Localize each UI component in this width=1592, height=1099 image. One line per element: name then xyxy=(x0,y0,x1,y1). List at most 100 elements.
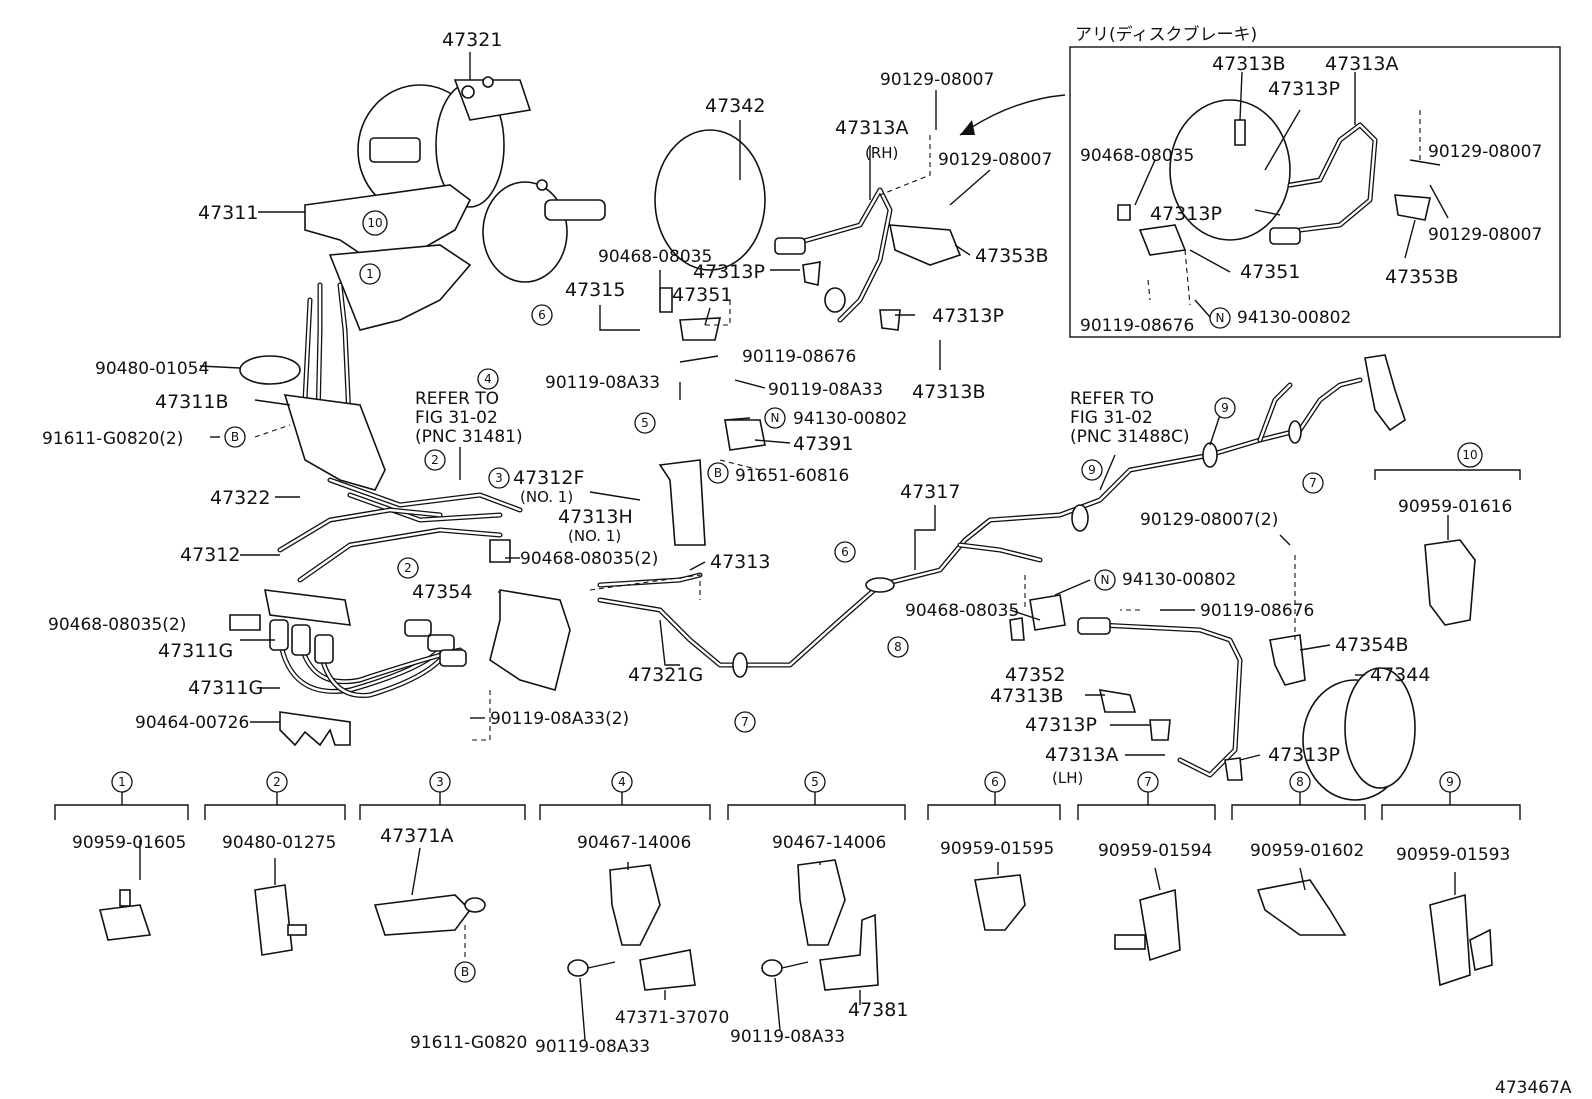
svg-text:1: 1 xyxy=(118,775,126,789)
dashed-leaders xyxy=(254,110,1421,960)
group-marker-9: 9 xyxy=(1439,771,1461,793)
svg-text:N: N xyxy=(1101,573,1110,587)
circle-markers: 10 1 6 4 5 B 2 3 2 N B 6 7 8 9 9 7 N N 1… xyxy=(224,210,1483,983)
group5-part-90119-08a33: 90119-08A33 xyxy=(730,1027,845,1047)
label-47313h: 47313H xyxy=(558,506,633,528)
group6-part-90959-01595: 90959-01595 xyxy=(940,839,1054,859)
label-90480-01054: 90480-01054 xyxy=(95,359,209,379)
group2-part-90480-01275: 90480-01275 xyxy=(222,833,336,853)
label-94130-00802-a: 94130-00802 xyxy=(793,409,907,429)
svg-text:3: 3 xyxy=(436,775,444,789)
marker-2-b: 2 xyxy=(397,557,419,579)
svg-text:1: 1 xyxy=(366,267,374,281)
marker-8: 8 xyxy=(887,636,909,658)
inset-title: アリ(ディスクブレーキ) xyxy=(1075,24,1257,45)
inset-label-90129-08007-a: 90129-08007 xyxy=(1428,142,1542,162)
label-47354: 47354 xyxy=(412,581,472,603)
svg-text:3: 3 xyxy=(495,471,503,485)
label-47351: 47351 xyxy=(672,284,732,306)
label-no1-b: (NO. 1) xyxy=(568,527,621,545)
group-marker-3: 3 xyxy=(429,771,451,793)
label-47354b: 47354B xyxy=(1335,634,1408,656)
inset-label-47313p-b: 47313P xyxy=(1150,203,1222,225)
label-90959-01616: 90959-01616 xyxy=(1398,497,1512,517)
svg-text:4: 4 xyxy=(618,775,626,789)
group3-part-91611-g0820: 91611-G0820 xyxy=(410,1033,527,1053)
marker-7-a: 7 xyxy=(734,711,756,733)
label-no1-a: (NO. 1) xyxy=(520,488,573,506)
marker-2-a: 2 xyxy=(424,449,446,471)
marker-9-a: 9 xyxy=(1081,459,1103,481)
brake-booster-assembly xyxy=(357,76,606,283)
marker-6-b: 6 xyxy=(834,541,856,563)
label-47311: 47311 xyxy=(198,202,258,224)
bottom-group-parts xyxy=(98,859,1493,991)
marker-5: 5 xyxy=(634,412,656,434)
marker-n-2: N xyxy=(1094,569,1116,591)
refer-to-a-line3: (PNC 31481) xyxy=(415,427,523,447)
group3-part-47371a: 47371A xyxy=(380,825,453,847)
svg-text:8: 8 xyxy=(1296,775,1304,789)
bracket-top-right xyxy=(1364,354,1406,432)
svg-text:2: 2 xyxy=(431,453,439,467)
arrow-head xyxy=(960,120,975,135)
label-94130-00802-b: 94130-00802 xyxy=(1122,570,1236,590)
bracket-47311b xyxy=(283,394,386,491)
svg-text:2: 2 xyxy=(273,775,281,789)
group1-part-90959-01605: 90959-01605 xyxy=(72,833,186,853)
clamp-90959-01616 xyxy=(1424,539,1476,626)
inset-label-94130-00802: 94130-00802 xyxy=(1237,308,1351,328)
inset-pointer-arrow xyxy=(959,94,1066,136)
inset-label-90468-08035: 90468-08035 xyxy=(1080,146,1194,166)
inset-label-47313b: 47313B xyxy=(1212,53,1285,75)
marker-10-right: 10 xyxy=(1457,442,1483,468)
label-47342: 47342 xyxy=(705,95,765,117)
group-marker-7: 7 xyxy=(1137,771,1159,793)
label-90464-00726: 90464-00726 xyxy=(135,713,249,733)
svg-text:B: B xyxy=(231,430,239,444)
marker-n-3: N xyxy=(1209,307,1231,329)
group-marker-6: 6 xyxy=(984,771,1006,793)
refer-to-a-line1: REFER TO xyxy=(415,389,499,409)
refer-to-b-line3: (PNC 31488C) xyxy=(1070,427,1189,447)
clamp-area-center xyxy=(229,287,1066,641)
inset-label-90129-08007-b: 90129-08007 xyxy=(1428,225,1542,245)
label-90119-08676-a: 90119-08676 xyxy=(742,347,856,367)
marker-n-1: N xyxy=(764,407,786,429)
group-marker-4: 4 xyxy=(611,771,633,793)
svg-text:10: 10 xyxy=(367,216,382,230)
refer-to-b-line1: REFER TO xyxy=(1070,389,1154,409)
inset-label-47351: 47351 xyxy=(1240,261,1300,283)
group4-part-47371-37070: 47371-37070 xyxy=(615,1008,729,1028)
label-47313: 47313 xyxy=(710,551,770,573)
clamp-90464-00726 xyxy=(279,711,351,747)
marker-9-b: 9 xyxy=(1214,397,1236,419)
marker-b-2: B xyxy=(707,462,729,484)
marker-b-1: B xyxy=(224,426,246,448)
rear-brake-pipe-47317 xyxy=(597,377,1363,678)
refer-to-a-line2: FIG 31-02 xyxy=(415,408,498,428)
master-cylinder-bracket xyxy=(304,184,472,331)
group-marker-2: 2 xyxy=(266,771,288,793)
label-47321: 47321 xyxy=(442,29,502,51)
label-47353b: 47353B xyxy=(975,245,1048,267)
label-47311g-b: 47311G xyxy=(188,677,263,699)
svg-text:6: 6 xyxy=(841,545,849,559)
label-47312: 47312 xyxy=(180,544,240,566)
label-90119-08a33-2: 90119-08A33(2) xyxy=(490,709,629,729)
label-90468-08035-a: 90468-08035 xyxy=(598,247,712,267)
label-47313a-rh: 47313A xyxy=(835,117,908,139)
marker-6: 6 xyxy=(531,304,553,326)
group4-part-90119-08a33: 90119-08A33 xyxy=(535,1037,650,1057)
svg-text:6: 6 xyxy=(991,775,999,789)
label-47391: 47391 xyxy=(793,433,853,455)
label-90119-08a33-a: 90119-08A33 xyxy=(545,373,660,393)
label-47313p-b: 47313P xyxy=(932,305,1004,327)
bottom-group-brackets xyxy=(54,469,1521,820)
label-47313b-a: 47313B xyxy=(912,381,985,403)
label-lh: (LH) xyxy=(1052,769,1083,787)
label-90129-08007-2: 90129-08007(2) xyxy=(1140,510,1278,530)
group9-part-90959-01593: 90959-01593 xyxy=(1396,845,1510,865)
svg-text:N: N xyxy=(1216,311,1225,325)
inset-label-90119-08676: 90119-08676 xyxy=(1080,316,1194,336)
